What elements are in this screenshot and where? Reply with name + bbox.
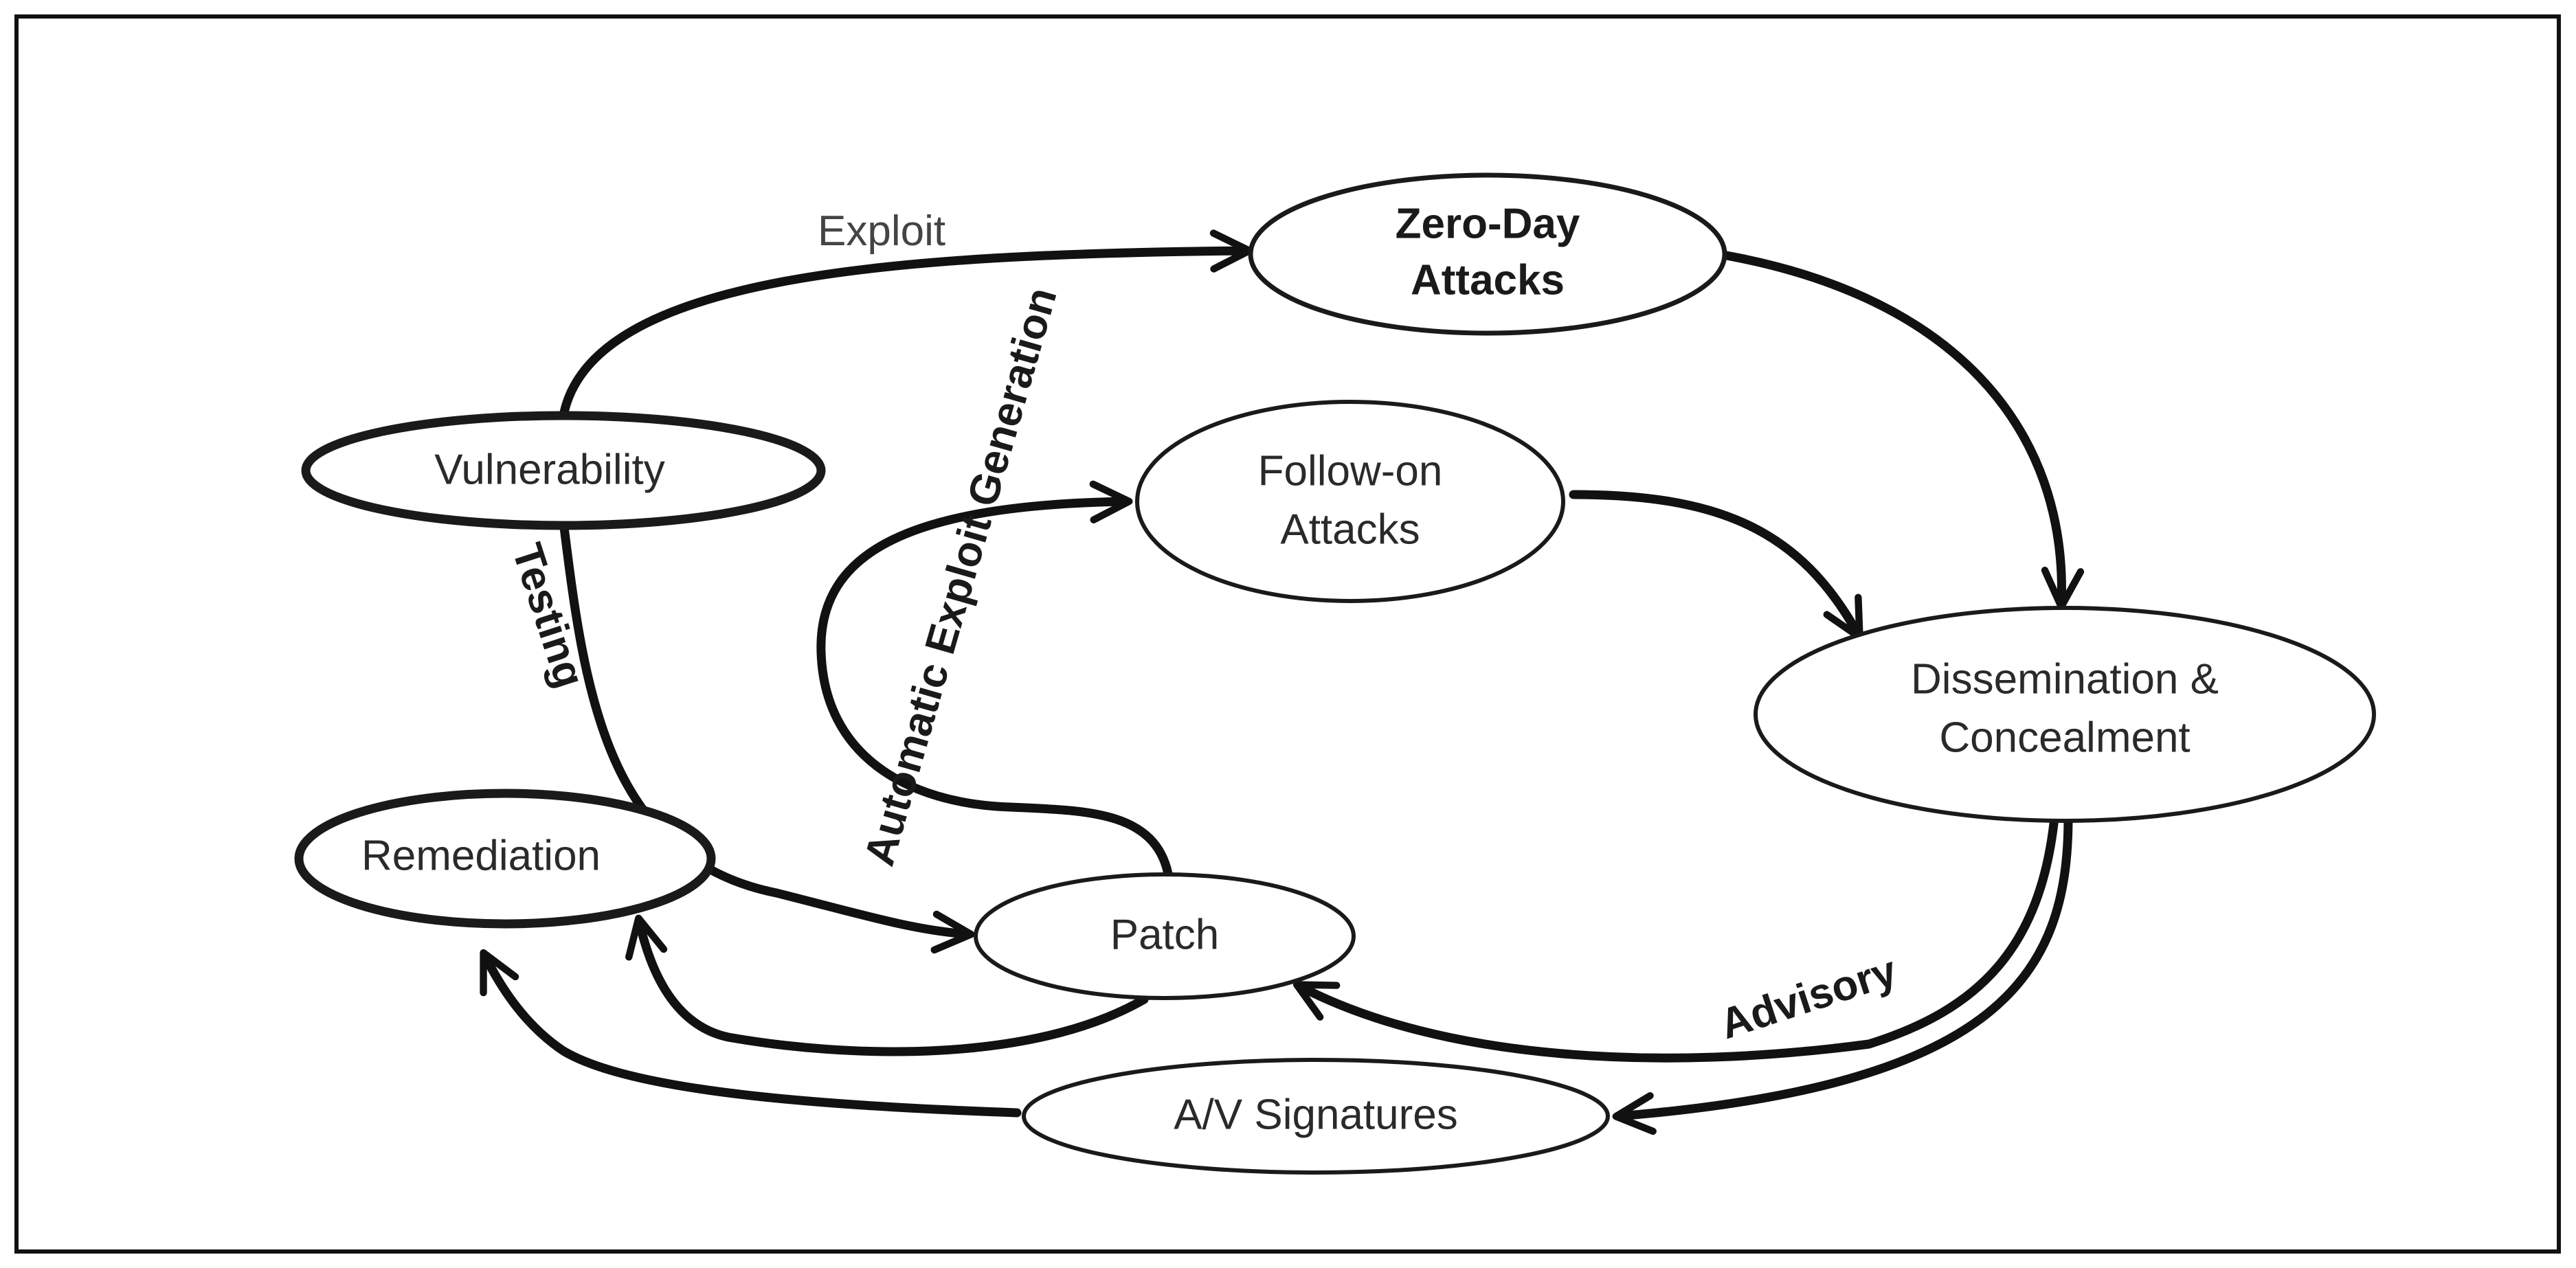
edge-exploit [559,229,1253,420]
node-zero-day-attacks: Zero-Day Attacks [1248,172,1727,336]
edge-dissemination-to-av-signatures [1612,813,2073,1135]
edge-automatic-exploit-generation [816,480,1173,879]
follow-on-line1: Follow-on [1258,447,1443,495]
edge-patch-to-remediation [625,914,1149,1056]
node-vulnerability: Vulnerability [301,411,826,530]
patch-label: Patch [1110,911,1220,958]
edge-zero-day-to-dissemination [1692,246,2085,611]
edge-label-exploit: Exploit [818,207,945,255]
zero-day-line1: Zero-Day [1396,200,1580,247]
edge-follow-on-to-dissemination [1569,490,1863,642]
edge-av-signatures-to-remediation [480,949,1022,1118]
node-dissemination-concealment: Dissemination & Concealment [1754,606,2376,823]
vulnerability-label: Vulnerability [434,446,664,493]
zero-day-line2: Attacks [1411,256,1565,304]
figure-frame [14,14,2561,1254]
follow-on-line2: Attacks [1280,506,1420,553]
node-patch: Patch [974,872,1356,1000]
node-remediation: Remediation [294,789,716,929]
edge-label-advisory: Advisory [1714,947,1903,1049]
edge-advisory [1292,813,2059,1063]
remediation-label: Remediation [361,832,601,879]
dissemination-line2: Concealment [1939,714,2190,761]
node-follow-on-attacks: Follow-on Attacks [1135,400,1565,603]
dissemination-line1: Dissemination & [1911,655,2219,703]
node-av-signatures: A/V Signatures [1022,1058,1610,1175]
av-signatures-label: A/V Signatures [1174,1091,1458,1138]
edge-label-automatic-exploit-generation: Automatic Exploit Generation [855,282,1066,871]
